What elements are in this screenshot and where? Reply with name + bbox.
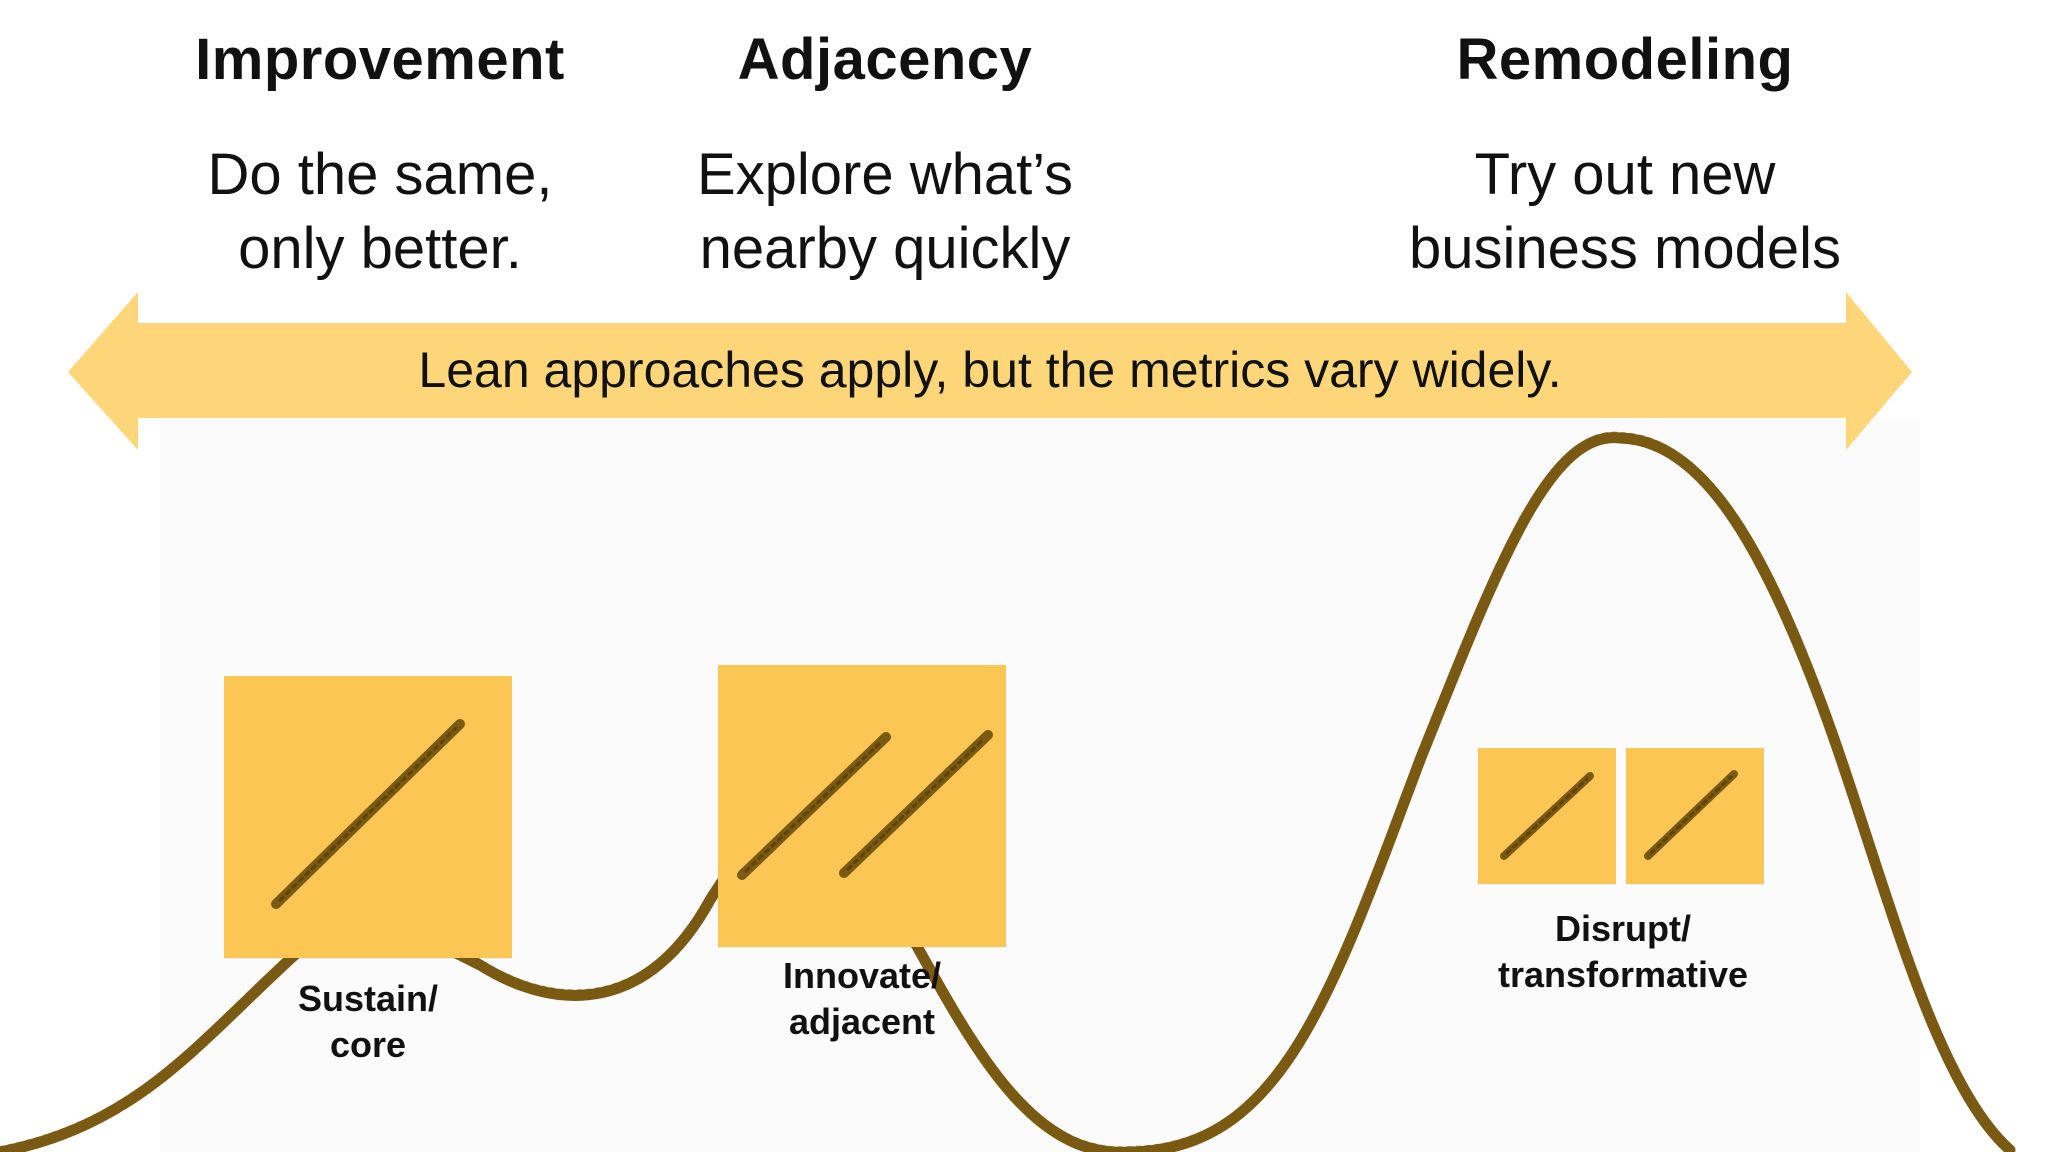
tally-mark-icon [737,730,993,880]
tally-mark-icon [271,719,465,909]
group-label: Innovate/ adjacent [782,955,942,1042]
tally-mark-icon [1500,772,1594,860]
column-subtitle: Explore what’s nearby quickly [696,142,1074,281]
column-subtitle: Try out new business models [1409,142,1841,281]
sticky-note [718,665,1006,947]
tally-mark-icon [1644,770,1738,860]
column-subtitle: Do the same, only better. [207,142,553,281]
column-heading: Improvement [195,27,565,92]
arrow-caption: Lean approaches apply, but the metrics v… [418,342,1562,398]
sticky-note [224,676,512,958]
column-remodeling: Remodeling Try out new business models [1380,22,1870,286]
sticky-note [1626,748,1764,884]
column-improvement: Improvement Do the same, only better. [145,22,615,286]
double-arrow-shape [68,292,1912,450]
sticky-note [1478,748,1616,884]
column-heading: Adjacency [737,27,1033,92]
group-label: Sustain/ core [297,978,439,1065]
column-adjacency: Adjacency Explore what’s nearby quickly [665,22,1105,286]
column-heading: Remodeling [1456,27,1794,92]
group-label: Disrupt/ transformative [1497,908,1749,995]
